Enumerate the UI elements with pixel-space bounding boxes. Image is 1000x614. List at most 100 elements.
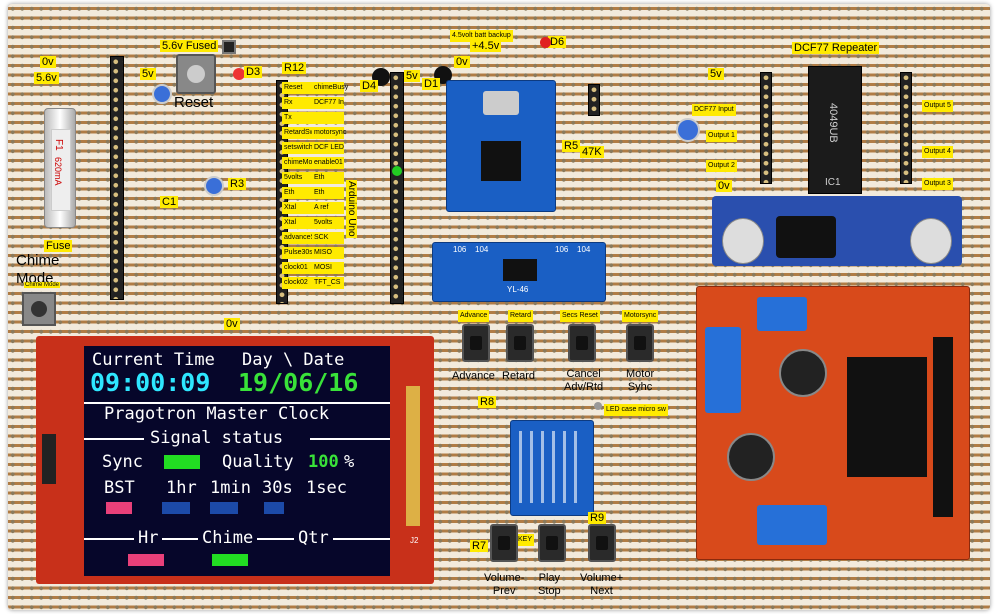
label-r12: R12 xyxy=(282,62,307,74)
label-led-case: LED case micro sw xyxy=(604,404,668,416)
1sec-label: 1sec xyxy=(306,478,347,498)
pin-header-small xyxy=(588,84,600,116)
tft-screen: Current Time Day \ Date 09:00:09 19/06/1… xyxy=(84,346,390,576)
tft-j2: J2 xyxy=(410,536,419,545)
cancel-button[interactable] xyxy=(568,324,596,362)
arduino-pin-label: Eth xyxy=(312,187,344,199)
chime-mode-button[interactable] xyxy=(22,292,56,326)
cap-220-a xyxy=(779,349,827,397)
fuse-rating: 620mA xyxy=(53,157,63,186)
cap-code-2: 104 xyxy=(475,245,489,254)
volume-prev-button[interactable] xyxy=(490,524,518,562)
arduino-pin-label: DCF LED xyxy=(312,142,344,154)
label-r9: R9 xyxy=(588,512,607,524)
yl46-label: YL-46 xyxy=(507,285,529,294)
ic1-4049ub: 4049UB IC1 xyxy=(808,66,862,194)
ic1-id: IC1 xyxy=(825,177,841,188)
label-d3: D3 xyxy=(244,66,263,78)
label-5v6: 5.6v xyxy=(34,72,59,84)
led-green xyxy=(392,166,402,176)
label-d1: D1 xyxy=(422,78,441,90)
buck-cap-left xyxy=(722,218,764,264)
fused-terminal xyxy=(222,40,236,54)
label-d6: D6 xyxy=(548,36,567,48)
qtr-label: Qtr xyxy=(294,528,333,548)
30s-label: 30s xyxy=(262,478,293,498)
pin-header-right xyxy=(390,72,404,304)
label-output5: Output 5 xyxy=(922,100,953,112)
cap-220-b xyxy=(727,433,775,481)
arduino-pin-label: MISO xyxy=(312,247,344,259)
cap-code-1: 106 xyxy=(453,245,467,254)
fuse-id: F1 xyxy=(53,139,64,151)
regulator-chip xyxy=(503,259,537,281)
usb-port xyxy=(483,91,519,115)
label-advance: Advance xyxy=(452,370,495,382)
label-5v-c: 5v xyxy=(708,68,724,80)
pin-header-dcf-right xyxy=(900,72,912,184)
reset-button[interactable] xyxy=(176,54,216,94)
ic1-part: 4049UB xyxy=(827,103,839,143)
label-r7: R7 xyxy=(470,540,489,552)
30s-indicator xyxy=(264,502,284,514)
arduino-right-pin-labels: chimeBusy DCF77 In motorsync DCF LED ena… xyxy=(312,82,348,298)
day-date-label: Day \ Date xyxy=(242,350,345,370)
buck-inductor xyxy=(776,216,836,258)
motor-sync-button[interactable] xyxy=(626,324,654,362)
label-0v-a: 0v xyxy=(454,56,470,68)
arduino-pin-label: Eth xyxy=(312,172,344,184)
volume-next-button[interactable] xyxy=(588,524,616,562)
play-stop-button[interactable] xyxy=(538,524,566,562)
driver-heatsink xyxy=(847,357,927,477)
label-retard: Retard xyxy=(502,370,536,382)
driver-pins xyxy=(933,337,953,517)
trimmer-dcf77 xyxy=(676,118,700,142)
1min-indicator xyxy=(210,502,238,514)
label-batt-backup: 4.5volt batt backup xyxy=(450,30,513,42)
divider-top xyxy=(84,402,390,404)
label-5v-b: 5v xyxy=(404,70,420,82)
quality-label: Quality xyxy=(222,452,294,472)
led-d3 xyxy=(233,68,245,80)
bst-label: BST xyxy=(104,478,135,498)
arduino-pin-label: chimeBusy xyxy=(312,82,348,94)
label-r8: R8 xyxy=(478,396,497,408)
arduino-pin-label: enable01 xyxy=(312,157,344,169)
label-r3: R3 xyxy=(228,178,247,190)
date-value: 19/06/16 xyxy=(238,368,359,397)
label-5v-a: 5v xyxy=(140,68,156,80)
label-play-stop: Play Stop xyxy=(538,572,561,597)
label-5v6-fused: 5.6v Fused xyxy=(160,40,219,52)
capacitor-blue-a xyxy=(152,84,172,104)
label-advance-small: Advance xyxy=(458,310,490,322)
label-plus45v: +4.5v xyxy=(470,40,502,52)
label-0v-b: 0v xyxy=(716,180,732,192)
led-d6 xyxy=(540,37,551,48)
signal-status-label: Signal status xyxy=(150,428,284,448)
cap-code-3: 106 xyxy=(555,245,569,254)
1hr-label: 1hr xyxy=(166,478,197,498)
sync-label: Sync xyxy=(102,452,143,472)
label-motorsync-small: Motorsync xyxy=(622,310,659,322)
advance-button[interactable] xyxy=(462,324,490,362)
label-output1: Output 1 xyxy=(706,130,737,142)
label-c1: C1 xyxy=(160,196,179,208)
arduino-uno-label: Arduino Uno xyxy=(346,180,357,238)
arduino-pin-label: MOSI xyxy=(312,262,344,274)
capacitor-blue-b xyxy=(204,176,224,196)
buck-converter-module xyxy=(712,196,962,266)
label-volume-prev: Volume- Prev xyxy=(484,572,525,597)
hr-indicator xyxy=(128,554,164,566)
label-secsreset-small: Secs Reset xyxy=(560,310,600,322)
label-47k: 47K xyxy=(580,146,604,158)
retard-button[interactable] xyxy=(506,324,534,362)
module-chip xyxy=(481,141,521,181)
arduino-pin-label: 5volts xyxy=(312,217,344,229)
cap-code-4: 104 xyxy=(577,245,591,254)
arduino-pin-label xyxy=(312,112,344,124)
label-output4: Output 4 xyxy=(922,146,953,158)
chime-indicator xyxy=(212,554,248,566)
time-value: 09:00:09 xyxy=(90,368,211,397)
pin-header-dcf-left xyxy=(760,72,772,184)
arduino-pin-label: SCK xyxy=(312,232,344,244)
